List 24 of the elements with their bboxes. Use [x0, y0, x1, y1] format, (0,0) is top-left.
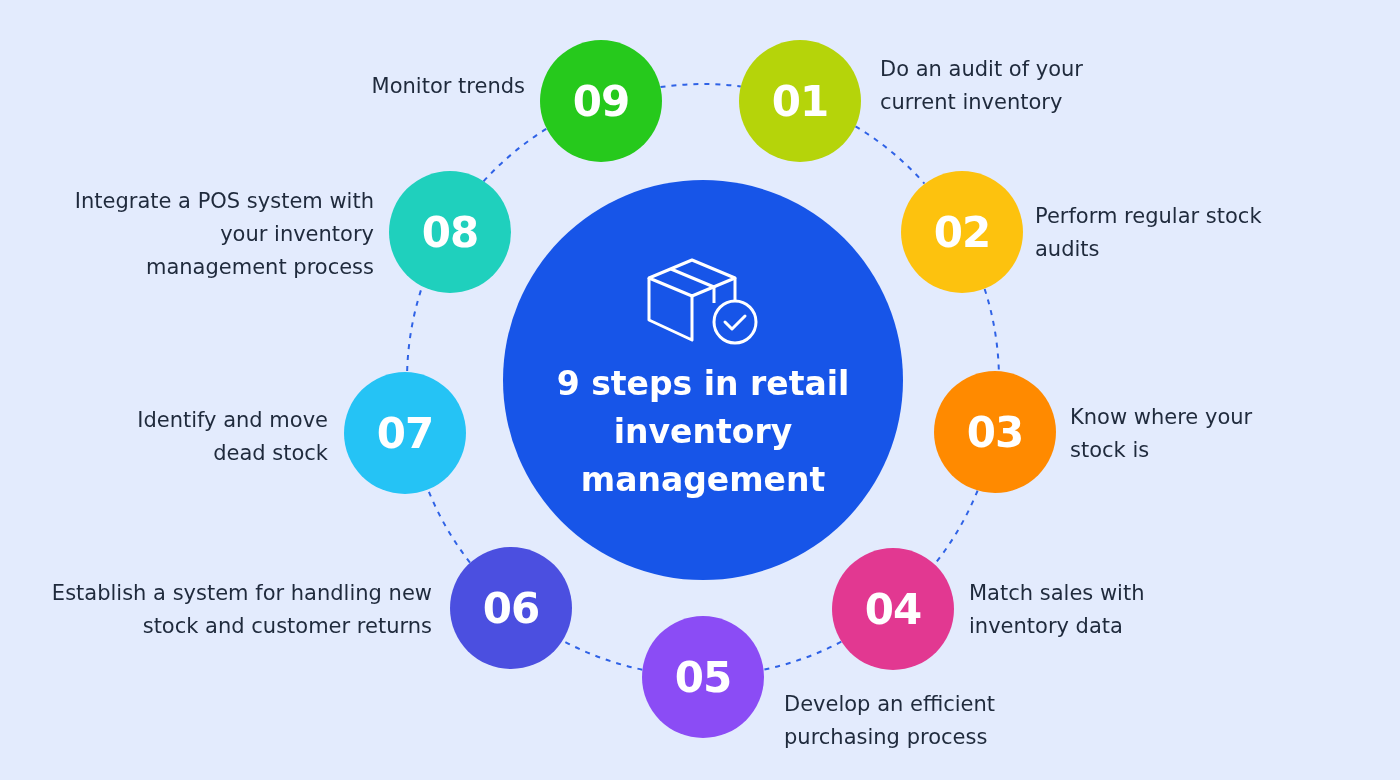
step-number: 03 — [966, 407, 1024, 457]
step-description: Match sales with inventory data — [969, 580, 1146, 640]
dashed-connector — [482, 127, 548, 183]
title-text: 9 steps in retail inventory management — [555, 363, 851, 501]
step-description: Identify and move dead stock — [136, 407, 328, 467]
step-number: 09 — [572, 76, 630, 126]
step-number: 08 — [421, 207, 479, 257]
step-number: 05 — [674, 652, 732, 702]
step-description: Monitor trends — [370, 73, 525, 100]
step-description: Know where your stock is — [1070, 404, 1254, 464]
step-description: Do an audit of your current inventory — [880, 56, 1084, 116]
step-number: 04 — [864, 584, 922, 634]
dashed-connector — [427, 489, 471, 564]
dashed-connector — [659, 83, 742, 89]
step-description: Perform regular stock audits — [1035, 203, 1263, 263]
step-description: Integrate a POS system with your inventory management process — [74, 188, 374, 281]
dashed-connector — [854, 125, 926, 185]
step-number: 01 — [771, 76, 829, 126]
step-number: 07 — [376, 408, 434, 458]
step-description: Develop an efficient purchasing process — [784, 691, 997, 751]
dashed-connector — [762, 640, 843, 671]
step-description: Establish a system for handling new stock and customer returns — [50, 580, 432, 640]
step-number: 02 — [933, 207, 991, 257]
step-number: 06 — [482, 583, 540, 633]
